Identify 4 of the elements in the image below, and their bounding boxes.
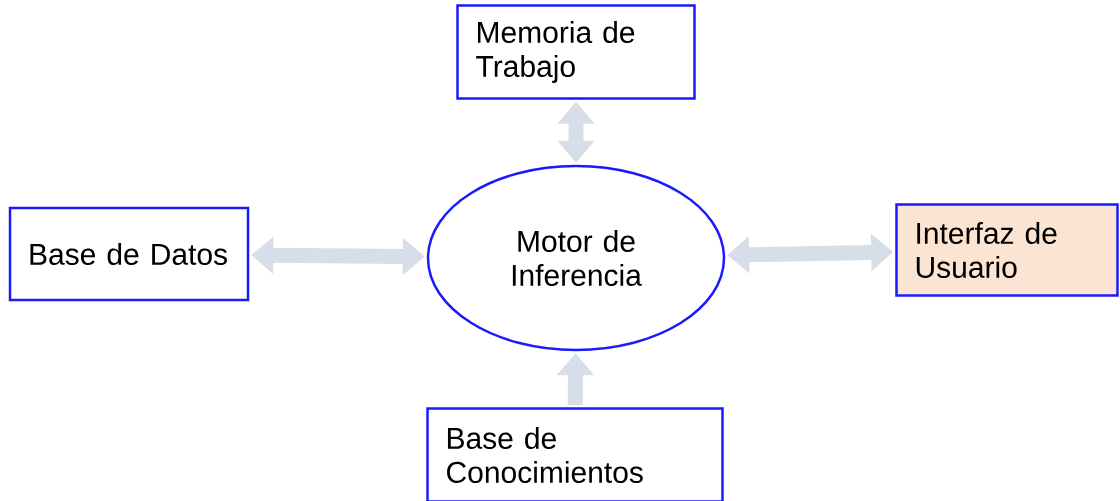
process-box: Interfaz de Usuario <box>895 203 1119 297</box>
process-box: Memoria de Trabajo <box>456 4 696 100</box>
process-box: Base de Conocimientos <box>426 407 724 501</box>
process-box: Base de Datos <box>8 206 250 302</box>
